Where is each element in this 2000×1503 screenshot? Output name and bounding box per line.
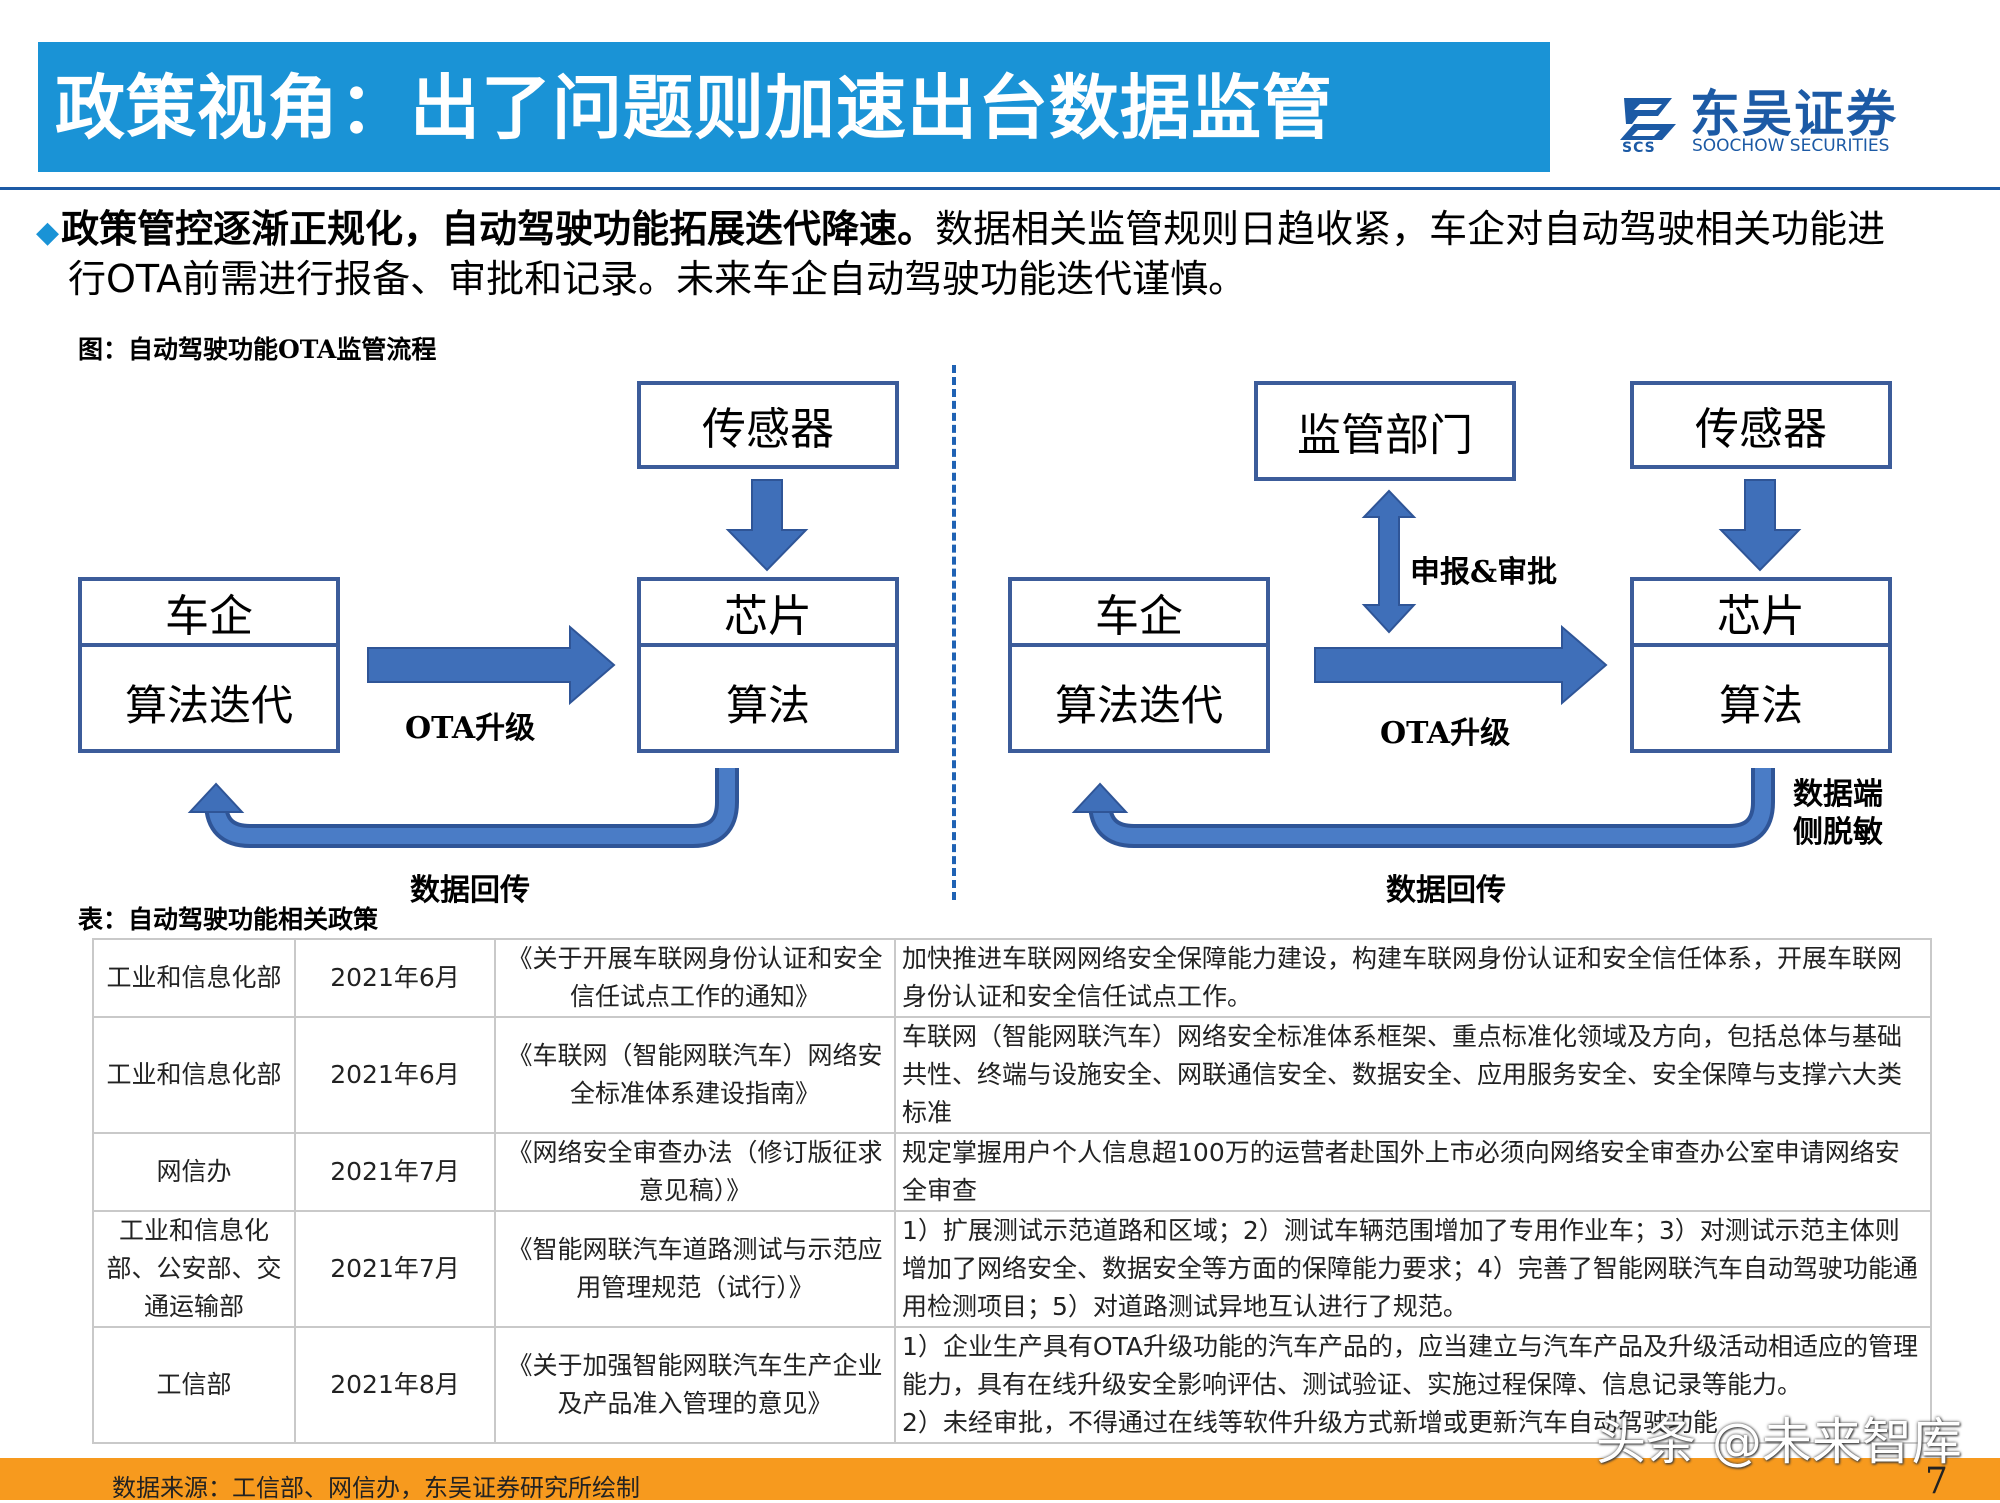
logo-english-name: SOOCHOW SECURITIES <box>1692 136 1890 156</box>
right-sensor-to-chip-arrow <box>1718 479 1802 572</box>
header-rule <box>0 187 2000 190</box>
right-oem-body: 算法迭代 <box>1054 680 1223 730</box>
footer-bar <box>0 1458 2000 1500</box>
title-bar <box>38 42 1550 172</box>
cell-content: 加快推进车联网网络安全保障能力建设，构建车联网身份认证和安全信任体系，开展车联网… <box>894 938 1932 1018</box>
panel-divider <box>952 365 956 900</box>
intro-line2: 行OTA前需进行报备、审批和记录。未来车企自动驾驶功能迭代谨慎。 <box>68 257 1247 301</box>
left-oem-box: 车企 算法迭代 <box>78 577 340 753</box>
figure-caption: 图：自动驾驶功能OTA监管流程 <box>78 335 437 364</box>
cell-document: 《关于加强智能网联汽车生产企业及产品准入管理的意见》 <box>494 1326 896 1444</box>
cell-dept: 工业和信息化部、公安部、交通运输部 <box>92 1210 296 1328</box>
cell-date: 2021年7月 <box>294 1210 496 1328</box>
cell-dept: 网信办 <box>92 1132 296 1212</box>
left-chip-body: 算法 <box>725 680 810 730</box>
cell-date: 2021年6月 <box>294 938 496 1018</box>
right-desensitize-line1: 数据端 <box>1793 777 1883 812</box>
page-number: 7 <box>1925 1461 1948 1502</box>
left-ota-label: OTA升级 <box>405 711 536 746</box>
cell-content-part1: 1）企业生产具有OTA升级功能的汽车产品的，应当建立与汽车产品及升级活动相适应的… <box>902 1332 1919 1399</box>
cell-document: 《车联网（智能网联汽车）网络安全标准体系建设指南》 <box>494 1016 896 1134</box>
right-regulator-label: 监管部门 <box>1297 410 1473 461</box>
cell-content: 1）扩展测试示范道路和区域；2）测试车辆范围增加了专用作业车；3）对测试示范主体… <box>894 1210 1932 1328</box>
left-oem-title: 车企 <box>82 581 336 647</box>
cell-content: 规定掌握用户个人信息超100万的运营者赴国外上市必须向网络安全审查办公室申请网络… <box>894 1132 1932 1212</box>
intro-paragraph: ◆政策管控逐渐正规化，自动驾驶功能拓展迭代降速。数据相关监管规则日趋收紧，车企对… <box>36 206 1966 302</box>
right-sensor-box: 传感器 <box>1630 381 1892 469</box>
logo-name: 东吴证券 <box>1690 85 1898 143</box>
table-row: 工信部 2021年8月 《关于加强智能网联汽车生产企业及产品准入管理的意见》 1… <box>92 1326 1932 1444</box>
flow-arrows <box>187 479 1802 848</box>
cell-content: 车联网（智能网联汽车）网络安全标准体系框架、重点标准化领域及方向，包括总体与基础… <box>894 1016 1932 1134</box>
policy-table: 工业和信息化部 2021年6月 《关于开展车联网身份认证和安全信任试点工作的通知… <box>92 938 1932 1444</box>
right-oem-title: 车企 <box>1012 581 1266 647</box>
left-sensor-label: 传感器 <box>702 404 834 455</box>
right-chip-box: 芯片 算法 <box>1630 577 1892 753</box>
table-row: 工业和信息化部 2021年6月 《车联网（智能网联汽车）网络安全标准体系建设指南… <box>92 1016 1932 1134</box>
cell-dept: 工信部 <box>92 1326 296 1444</box>
table-caption: 表：自动驾驶功能相关政策 <box>78 905 379 934</box>
cell-document: 《网络安全审查办法（修订版征求意见稿）》 <box>494 1132 896 1212</box>
cell-dept: 工业和信息化部 <box>92 1016 296 1134</box>
cell-date: 2021年8月 <box>294 1326 496 1444</box>
right-ota-arrow <box>1314 624 1608 706</box>
left-oem-body: 算法迭代 <box>124 680 293 730</box>
left-ota-arrow <box>367 624 616 706</box>
left-return-arrow <box>204 768 739 848</box>
left-chip-box: 芯片 算法 <box>637 577 899 753</box>
intro-bold: 政策管控逐渐正规化，自动驾驶功能拓展迭代降速。 <box>61 207 936 251</box>
cell-date: 2021年6月 <box>294 1016 496 1134</box>
table-row: 工业和信息化部、公安部、交通运输部 2021年7月 《智能网联汽车道路测试与示范… <box>92 1210 1932 1328</box>
left-sensor-to-chip-arrow <box>725 479 809 572</box>
table-row: 网信办 2021年7月 《网络安全审查办法（修订版征求意见稿）》 规定掌握用户个… <box>92 1132 1932 1212</box>
cell-dept: 工业和信息化部 <box>92 938 296 1018</box>
right-oem-box: 车企 算法迭代 <box>1008 577 1270 753</box>
right-approval-label: 申报&审批 <box>1410 555 1558 590</box>
cell-content-part2: 2）未经审批，不得通过在线等软件升级方式新增或更新汽车自动驾驶功能 <box>902 1408 1718 1437</box>
logo-mark-icon <box>1620 98 1676 140</box>
watermark: 头条 @未来智库 <box>1596 1413 1962 1471</box>
right-return-label: 数据回传 <box>1386 873 1506 908</box>
left-chip-title: 芯片 <box>641 581 895 647</box>
right-desensitize-line2: 侧脱敏 <box>1793 815 1883 850</box>
right-approval-double-arrow <box>1361 489 1417 634</box>
right-chip-title: 芯片 <box>1634 581 1888 647</box>
right-ota-label: OTA升级 <box>1380 716 1511 751</box>
logo-abbr: SCS <box>1622 140 1656 156</box>
diamond-bullet-icon: ◆ <box>36 215 60 250</box>
table-row: 工业和信息化部 2021年6月 《关于开展车联网身份认证和安全信任试点工作的通知… <box>92 938 1932 1018</box>
company-logo: SCS 东吴证券 SOOCHOW SECURITIES <box>1618 85 1898 160</box>
right-chip-body: 算法 <box>1718 680 1803 730</box>
right-desensitize-label: 数据端 侧脱敏 <box>1793 776 1883 852</box>
cell-date: 2021年7月 <box>294 1132 496 1212</box>
data-source: 数据来源：工信部、网信办，东吴证券研究所绘制 <box>112 1474 640 1502</box>
cell-document: 《智能网联汽车道路测试与示范应用管理规范（试行）》 <box>494 1210 896 1328</box>
right-return-arrow <box>1088 768 1775 848</box>
left-return-label: 数据回传 <box>410 873 530 908</box>
intro-line1: 数据相关监管规则日趋收紧，车企对自动驾驶相关功能进 <box>935 207 1886 251</box>
right-sensor-label: 传感器 <box>1695 404 1827 455</box>
right-regulator-box: 监管部门 <box>1254 381 1516 481</box>
page-title: 政策视角：出了问题则加速出台数据监管 <box>55 67 1333 149</box>
cell-document: 《关于开展车联网身份认证和安全信任试点工作的通知》 <box>494 938 896 1018</box>
left-sensor-box: 传感器 <box>637 381 899 469</box>
cell-content: 1）企业生产具有OTA升级功能的汽车产品的，应当建立与汽车产品及升级活动相适应的… <box>894 1326 1932 1444</box>
